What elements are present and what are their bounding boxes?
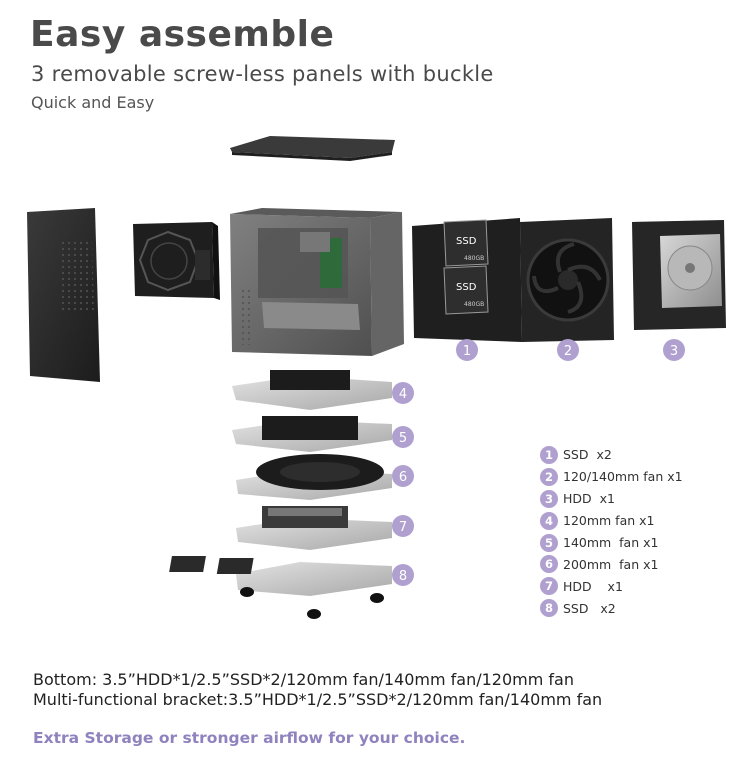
svg-text:4: 4 xyxy=(399,387,407,402)
badge-2: 2 xyxy=(557,339,579,361)
svg-text:7: 7 xyxy=(399,520,407,535)
svg-text:6: 6 xyxy=(399,470,407,485)
svg-text:8: 8 xyxy=(399,569,407,584)
legend-badge: 3 xyxy=(540,489,558,508)
svg-text:5: 5 xyxy=(399,431,407,446)
badge-4: 4 xyxy=(392,382,414,404)
bracket-ssd: SSD SSD 480GB 480GB xyxy=(412,218,522,342)
legend-item-4: 4 120mm fan x1 xyxy=(540,510,730,532)
legend-label: HDD x1 xyxy=(563,578,623,594)
legend-label: HDD x1 xyxy=(563,491,615,507)
ssd-label-2: SSD xyxy=(456,282,477,293)
legend-item-2: 2 120/140mm fan x1 xyxy=(540,466,730,488)
legend-item-3: 3 HDD x1 xyxy=(540,488,730,510)
badge-6: 6 xyxy=(392,465,414,487)
tray-8-ssd xyxy=(169,556,392,596)
page-title: Easy assemble xyxy=(30,14,335,55)
badge-1: 1 xyxy=(456,339,478,361)
bracket-spec: Multi-functional bracket:3.5”HDD*1/2.5”S… xyxy=(33,690,603,709)
badge-3: 3 xyxy=(663,339,685,361)
svg-text:2: 2 xyxy=(564,344,572,359)
choice-tagline: Extra Storage or stronger airflow for yo… xyxy=(33,729,466,747)
legend-badge: 8 xyxy=(540,599,558,618)
top-panel xyxy=(230,136,395,161)
page-subtitle: 3 removable screw-less panels with buckl… xyxy=(31,62,494,86)
legend-item-8: 8 SSD x2 xyxy=(540,597,730,619)
legend-label: SSD x2 xyxy=(563,600,616,616)
page-tagline: Quick and Easy xyxy=(31,93,155,112)
legend-label: 140mm fan x1 xyxy=(563,535,659,550)
legend-badge: 7 xyxy=(540,577,558,596)
svg-text:3: 3 xyxy=(670,344,678,359)
legend-item-7: 7 HDD x1 xyxy=(540,575,730,597)
badge-5: 5 xyxy=(392,426,414,448)
legend-badge: 5 xyxy=(540,533,558,552)
tray-5-fan-140 xyxy=(232,416,392,452)
ssd-label-1: SSD xyxy=(456,236,477,247)
power-supply xyxy=(133,222,220,300)
bracket-hdd xyxy=(632,220,726,330)
side-panel xyxy=(27,208,100,382)
legend-item-1: 1 SSD x2 xyxy=(540,444,730,466)
ssd-capacity-2: 480GB xyxy=(464,301,484,308)
legend-label: SSD x2 xyxy=(563,447,612,463)
legend-badge: 1 xyxy=(540,445,558,464)
legend-badge: 6 xyxy=(540,555,558,574)
ssd-capacity-1: 480GB xyxy=(464,255,484,262)
exploded-case-illustration: SSD SSD 480GB 480GB xyxy=(27,136,726,619)
bracket-fan xyxy=(520,218,614,342)
legend-label: 120mm fan x1 xyxy=(563,513,655,529)
svg-text:1: 1 xyxy=(463,344,471,359)
legend-badge: 2 xyxy=(540,467,558,486)
tray-4-fan-120 xyxy=(232,370,392,410)
badge-7: 7 xyxy=(392,515,414,537)
legend-label: 200mm fan x1 xyxy=(563,556,659,572)
legend-item-5: 5 140mm fan x1 xyxy=(540,532,730,554)
tray-7-hdd xyxy=(236,506,392,550)
tray-6-fan-200 xyxy=(236,454,392,500)
bottom-spec: Bottom: 3.5”HDD*1/2.5”SSD*2/120mm fan/14… xyxy=(33,670,574,689)
legend-badge: 4 xyxy=(540,511,558,530)
legend-label: 120/140mm fan x1 xyxy=(563,469,683,485)
main-chassis xyxy=(230,208,404,356)
legend-item-6: 6 200mm fan x1 xyxy=(540,553,730,575)
component-legend: 1 SSD x2 2 120/140mm fan x1 3 HDD x1 4 1… xyxy=(540,444,730,619)
badge-8: 8 xyxy=(392,564,414,586)
case-feet xyxy=(240,587,384,619)
